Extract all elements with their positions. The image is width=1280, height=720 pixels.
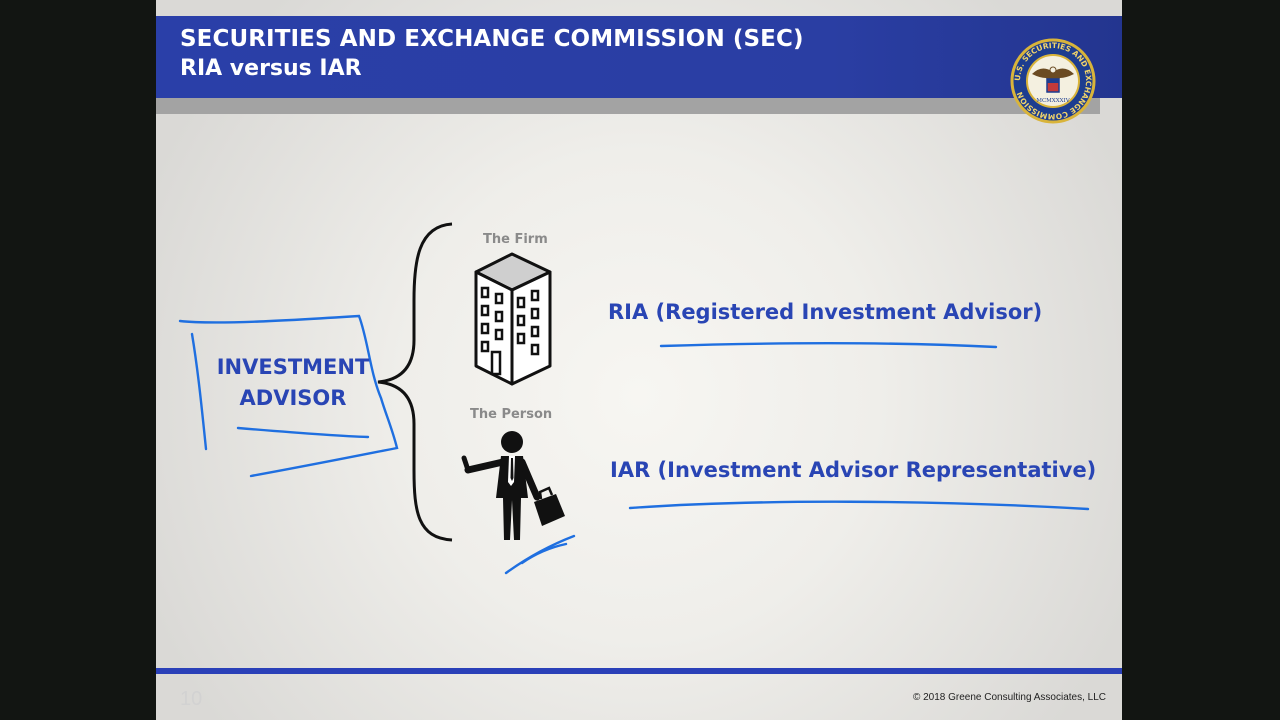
ria-definition: RIA (Registered Investment Advisor) xyxy=(608,300,1043,324)
annotation-marks xyxy=(178,314,1090,575)
curly-brace xyxy=(377,222,453,542)
businessman-icon xyxy=(461,431,565,540)
page-number: 10 xyxy=(180,688,203,710)
person-label: The Person xyxy=(470,407,553,422)
firm-label: The Firm xyxy=(483,232,548,247)
slide-subtitle: RIA versus IAR xyxy=(180,56,362,81)
diagram-art xyxy=(178,222,1090,575)
footer-line xyxy=(156,668,1122,674)
header-bar xyxy=(156,16,1122,98)
copyright-notice: © 2018 Greene Consulting Associates, LLC xyxy=(912,692,1106,703)
building-icon xyxy=(474,252,552,386)
slide: SECURITIES AND EXCHANGE COMMISSION (SEC)… xyxy=(156,0,1122,720)
slide-title: SECURITIES AND EXCHANGE COMMISSION (SEC) xyxy=(180,26,804,52)
seal-year: MCMXXXIV xyxy=(1036,98,1070,104)
iar-definition: IAR (Investment Advisor Representative) xyxy=(610,458,1097,482)
sec-seal-icon: U.S. SECURITIES AND EXCHANGE COMMISSION … xyxy=(1010,38,1096,124)
investment-advisor-label: INVESTMENT ADVISOR xyxy=(216,355,370,410)
header-shadow xyxy=(156,98,1100,114)
